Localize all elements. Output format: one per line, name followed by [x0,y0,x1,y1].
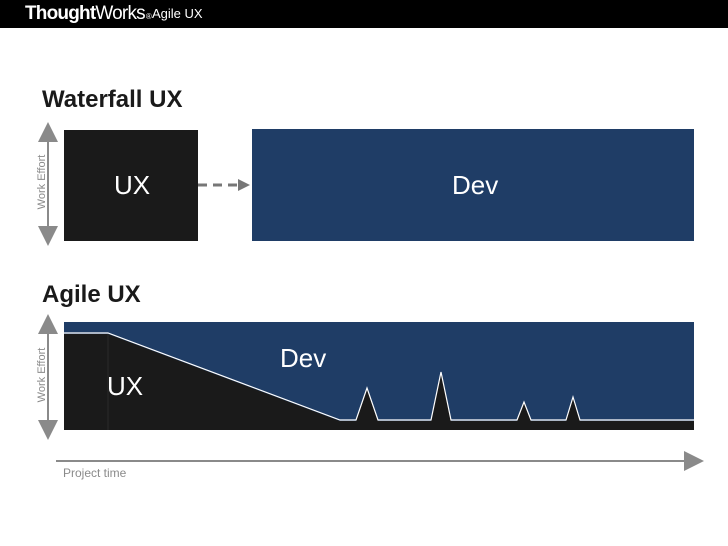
agile-section-title: Agile UX [42,281,141,308]
agile-ux-label: UX [107,371,144,401]
waterfall-ux-box [64,130,198,241]
agile-ux-area [64,334,694,430]
top-bar: ThoughtWorks® Agile UX [0,0,728,28]
logo-bold-text: Thought [25,3,96,24]
waterfall-section-title: Waterfall UX [42,86,183,113]
waterfall-dev-label: Dev [452,170,499,200]
slide-header-title: Agile UX [152,6,203,21]
logo-registered-mark: ® [145,12,152,21]
agile-axis-label: Work Effort [36,347,48,403]
logo-thin-text: Works [95,3,145,24]
waterfall-arrow-head [238,179,250,191]
waterfall-ux-label: UX [114,170,151,200]
project-time-label: Project time [63,466,127,480]
agile-ux-outline [64,332,694,421]
thoughtworks-logo: ThoughtWorks® [25,3,152,25]
waterfall-dev-box [252,129,694,241]
waterfall-axis-label: Work Effort [36,154,48,210]
agile-dev-label: Dev [280,343,327,373]
